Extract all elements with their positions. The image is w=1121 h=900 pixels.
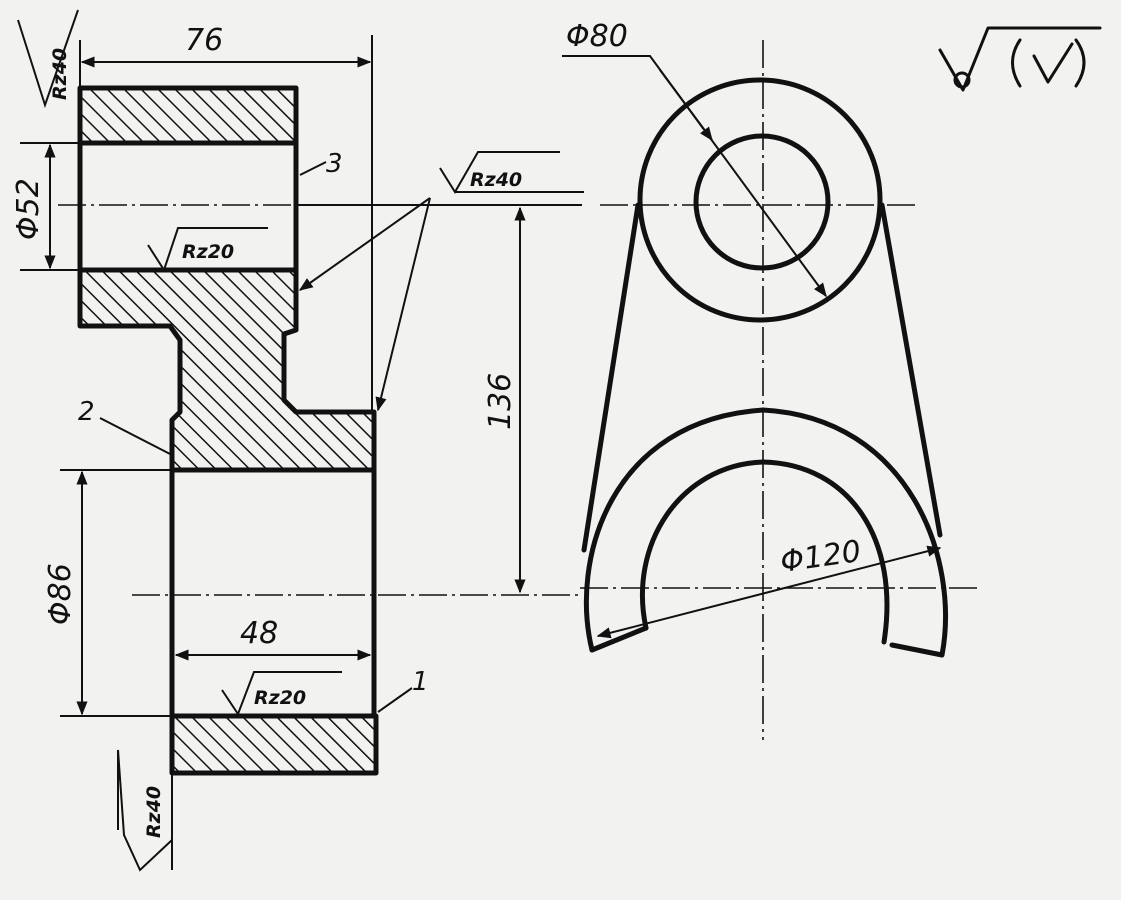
section-view: 76 Φ52 Φ86 48 136 Rz40 Rz20 Rz40	[11, 9, 584, 872]
leader-to-face-3	[298, 197, 431, 291]
dim-phi80-leader	[562, 55, 827, 298]
dim-76-label: 76	[185, 23, 223, 58]
roughness-symbol-bore-small: Rz20	[147, 227, 268, 273]
roughness-bore-large-label: Rz20	[254, 687, 306, 709]
callout-3-label: 3	[326, 149, 343, 179]
dim-phi52-label: Φ52	[11, 178, 46, 240]
dim-phi86-label: Φ86	[43, 563, 78, 625]
hatched-bottom-band	[169, 713, 379, 776]
roughness-symbol-left-top: Rz40	[17, 9, 79, 109]
right-side-edge	[879, 202, 943, 538]
hatched-middle-body	[77, 267, 377, 473]
general-roughness-symbol	[938, 26, 1102, 92]
roughness-left-top-label: Rz40	[49, 48, 71, 100]
roughness-symbol-left-bottom: Rz40	[117, 749, 173, 872]
dim-line-phi120	[596, 545, 942, 639]
roughness-right-faces-label: Rz40	[470, 169, 522, 191]
callout-1-label: 1	[412, 667, 429, 697]
front-view: Φ80 Φ120	[562, 19, 1102, 740]
lower-outer-arc	[583, 407, 948, 658]
roughness-symbol-right-faces: Rz40	[298, 151, 584, 412]
hatched-top-band	[77, 85, 299, 146]
dim-48-label: 48	[240, 616, 278, 651]
callout-leader-1	[377, 687, 413, 713]
upper-boss-outer-circle	[637, 77, 883, 323]
callout-leader-3	[299, 161, 327, 176]
leader-to-step-face	[375, 197, 431, 412]
upper-bore-circle	[693, 133, 831, 271]
dim-phi80-arrow	[659, 69, 713, 142]
roughness-symbol-bore-large: Rz20	[221, 671, 342, 717]
roughness-bore-small-label: Rz20	[182, 241, 234, 263]
callout-leader-2	[99, 417, 173, 456]
left-side-edge	[581, 202, 641, 553]
callout-2-label: 2	[78, 397, 95, 427]
roughness-left-bottom-label: Rz40	[143, 786, 165, 838]
dim-136-label: 136	[483, 373, 518, 430]
dim-phi120-label: Φ120	[778, 534, 863, 580]
dim-phi80-label: Φ80	[566, 19, 628, 54]
